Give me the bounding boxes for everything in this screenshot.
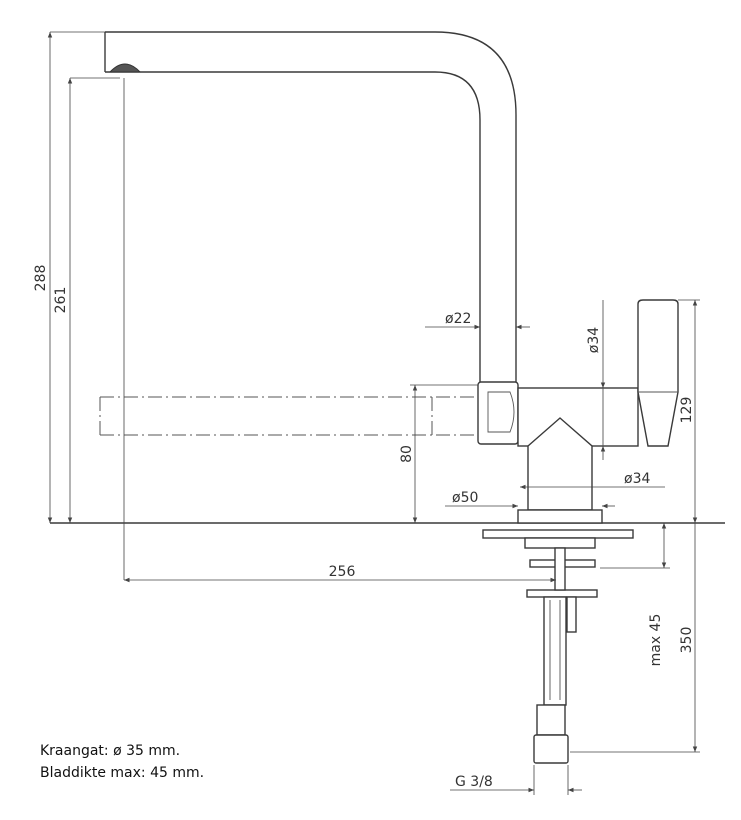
dim-350-label: 350 <box>679 627 695 654</box>
dim-261-label: 261 <box>53 287 69 314</box>
dim-34-vertical-label: ø34 <box>586 327 602 353</box>
dimension-34-vertical: ø34 <box>586 300 606 460</box>
dimension-80: 80 <box>399 384 478 523</box>
dimension-350: 350 <box>570 523 700 753</box>
dimension-max-45: max 45 <box>600 522 670 667</box>
dim-288-label: 288 <box>33 265 49 292</box>
dim-80-label: 80 <box>399 445 415 463</box>
dimension-288: 288 <box>33 31 105 523</box>
spout <box>104 31 517 382</box>
hose-nut-icon <box>536 704 566 736</box>
dimension-129: 129 <box>678 299 700 523</box>
dim-max-45-label: max 45 <box>648 614 664 667</box>
installation-notes: Kraangat: ø 35 mm. Bladdikte max: 45 mm. <box>40 740 204 784</box>
dimension-g38: G 3/8 <box>450 765 582 795</box>
lever-handle <box>637 299 679 447</box>
mounting-assembly <box>482 509 634 764</box>
dim-22-label: ø22 <box>445 311 471 327</box>
note-hole-diameter: Kraangat: ø 35 mm. <box>40 743 181 759</box>
dimension-50: ø50 <box>445 490 615 509</box>
dimension-256: 256 <box>124 564 556 583</box>
dim-34-horizontal-label: ø34 <box>624 471 650 487</box>
dim-g38-label: G 3/8 <box>455 774 493 790</box>
dim-129-label: 129 <box>679 397 695 424</box>
dimension-22: ø22 <box>425 311 530 330</box>
note-counter-thickness: Bladdikte max: 45 mm. <box>40 765 205 781</box>
aerator-icon <box>108 63 142 73</box>
dimension-261: 261 <box>53 77 120 523</box>
dim-256-label: 256 <box>329 564 356 580</box>
dim-50-label: ø50 <box>452 490 478 506</box>
swivel-ghost <box>99 396 478 436</box>
dimension-34-horizontal: ø34 <box>520 471 665 490</box>
